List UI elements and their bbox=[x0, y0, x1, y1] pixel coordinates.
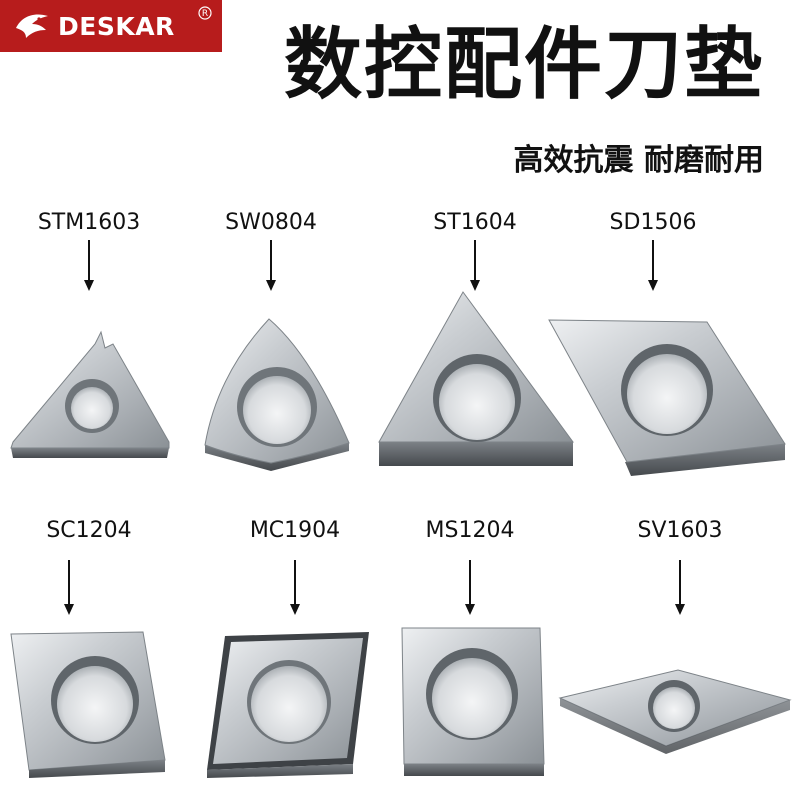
product-stm1603: STM1603 bbox=[0, 210, 189, 470]
product-sd1506: SD1506 bbox=[548, 210, 786, 476]
shim-diamond-35 bbox=[558, 669, 792, 754]
down-arrow-icon bbox=[675, 560, 685, 615]
product-code: SV1603 bbox=[637, 518, 723, 543]
down-arrow-icon bbox=[266, 240, 276, 291]
down-arrow-icon bbox=[648, 240, 658, 291]
shim-trigon bbox=[204, 318, 350, 471]
product-mc1904: MC1904 bbox=[195, 518, 395, 778]
page-title: 数控配件刀垫 bbox=[283, 20, 764, 110]
down-arrow-icon bbox=[465, 560, 475, 615]
product-code: SW0804 bbox=[225, 210, 317, 235]
brand-name: DESKAR bbox=[58, 11, 175, 41]
brand-banner: DESKAR R bbox=[0, 0, 222, 52]
shim-diamond-80 bbox=[10, 631, 166, 778]
product-st1604: ST1604 bbox=[375, 210, 575, 470]
shim-square bbox=[401, 627, 545, 776]
shim-triangle-notched bbox=[10, 330, 170, 458]
product-sv1603: SV1603 bbox=[558, 518, 792, 778]
product-code: SD1506 bbox=[609, 210, 697, 235]
product-code: STM1603 bbox=[37, 210, 141, 235]
shim-diamond-80-framed bbox=[207, 632, 369, 778]
product-code: MC1904 bbox=[249, 518, 341, 543]
shim-triangle bbox=[378, 291, 574, 466]
product-ms1204: MS1204 bbox=[370, 518, 570, 778]
product-code: ST1604 bbox=[433, 210, 517, 235]
down-arrow-icon bbox=[64, 560, 74, 615]
product-sc1204: SC1204 bbox=[0, 518, 189, 778]
registered-mark-icon: R bbox=[198, 6, 212, 20]
down-arrow-icon bbox=[290, 560, 300, 615]
shim-diamond-55 bbox=[548, 319, 786, 476]
eagle-logo-icon bbox=[16, 14, 48, 38]
product-code: SC1204 bbox=[46, 518, 132, 543]
svg-text:R: R bbox=[202, 9, 208, 19]
down-arrow-icon bbox=[470, 240, 480, 291]
product-sw0804: SW0804 bbox=[171, 210, 371, 471]
page-subtitle: 高效抗震 耐磨耐用 bbox=[513, 143, 764, 178]
product-code: MS1204 bbox=[425, 518, 515, 543]
down-arrow-icon bbox=[84, 240, 94, 291]
